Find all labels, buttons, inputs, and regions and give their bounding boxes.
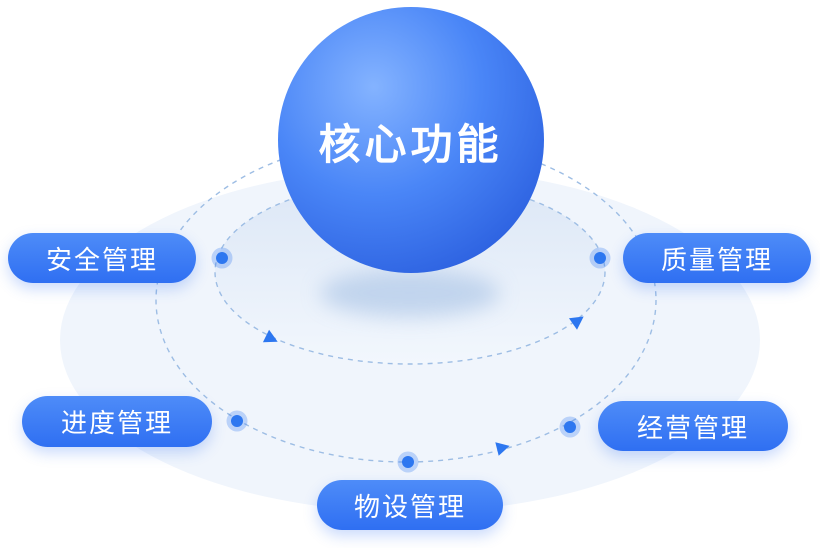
node-pill-operation[interactable]: 经营管理 <box>598 401 788 451</box>
dot-core <box>231 415 243 427</box>
dot-core <box>564 421 576 433</box>
orbit-dot-progress <box>226 410 248 432</box>
sphere-shadow <box>320 269 500 317</box>
orbit-dot-quality <box>589 247 611 269</box>
orbit-dot-equipment <box>397 451 419 473</box>
orbit-arrow-inner-left <box>262 329 278 343</box>
node-pill-equipment[interactable]: 物设管理 <box>317 480 503 530</box>
orbit-dot-safety <box>211 247 233 269</box>
orbit-dot-operation <box>559 416 581 438</box>
dot-core <box>402 456 414 468</box>
node-pill-safety[interactable]: 安全管理 <box>8 233 196 283</box>
node-pill-progress[interactable]: 进度管理 <box>22 396 212 447</box>
node-pill-quality[interactable]: 质量管理 <box>623 233 811 283</box>
orbit-arrow-inner-right <box>568 316 584 330</box>
core-sphere <box>278 7 544 273</box>
orbit-arrow-outer-bottom <box>495 442 510 456</box>
dot-core <box>216 252 228 264</box>
dot-core <box>594 252 606 264</box>
